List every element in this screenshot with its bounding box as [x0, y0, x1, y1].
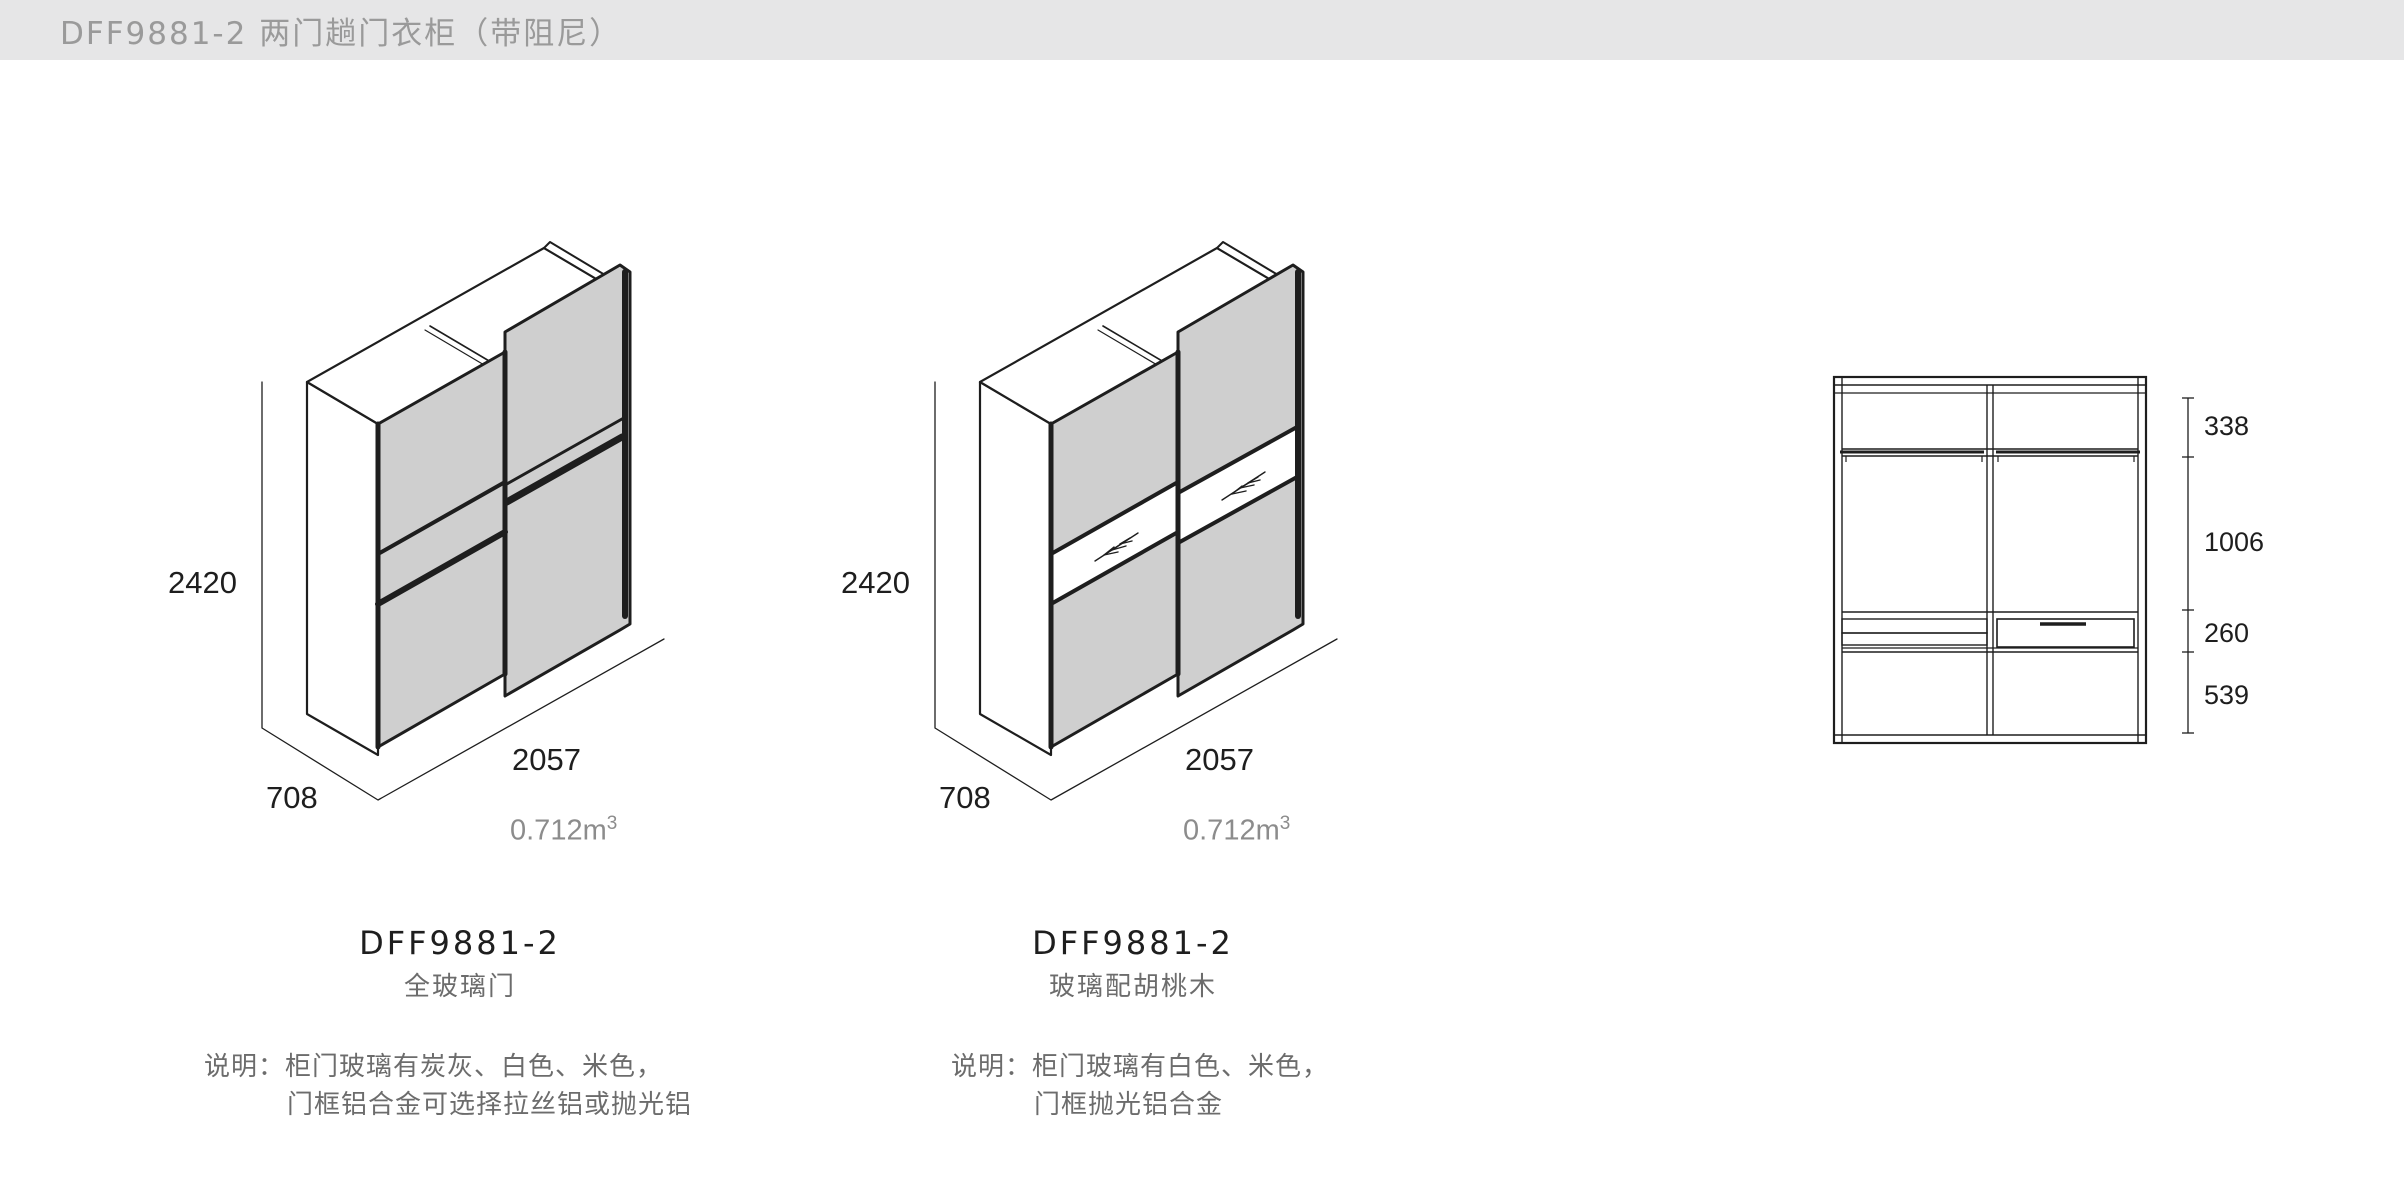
model-code-2: DFF9881-2	[1032, 924, 1234, 962]
interior-dim-hanging: 1006	[2204, 527, 2265, 557]
model-code-1: DFF9881-2	[359, 924, 561, 962]
wardrobe-1-drawing	[261, 241, 665, 801]
note-line2-1: 门框铝合金可选择拉丝铝或抛光铝	[287, 1090, 693, 1120]
depth-dimension-1: 708	[266, 780, 318, 815]
wardrobe-2-drawing	[934, 241, 1338, 801]
note-line1-1: 说明：柜门玻璃有炭灰、白色、米色，	[204, 1052, 664, 1082]
interior-dim-drawer: 260	[2204, 618, 2250, 648]
product-name-1: 全玻璃门	[403, 972, 516, 1002]
interior-dim-bottom: 539	[2204, 680, 2250, 710]
page-title: DFF9881-2 两门趟门衣柜（带阻尼）	[60, 16, 623, 52]
width-dimension-1: 2057	[512, 742, 581, 777]
dimension-lines	[261, 381, 665, 801]
interior-elevation	[1832, 375, 2194, 745]
dimension-lines	[934, 381, 1338, 801]
interior-dim-top: 338	[2204, 411, 2250, 441]
note-line1-2: 说明：柜门玻璃有白色、米色，	[951, 1052, 1330, 1082]
volume-2: 0.712m3	[1183, 813, 1291, 847]
note-line2-2: 门框抛光铝合金	[1034, 1090, 1224, 1120]
width-dimension-2: 2057	[1185, 742, 1254, 777]
product-name-2: 玻璃配胡桃木	[1048, 972, 1217, 1002]
depth-dimension-2: 708	[939, 780, 991, 815]
header-bar: DFF9881-2 两门趟门衣柜（带阻尼）	[0, 0, 2404, 60]
volume-1: 0.712m3	[510, 813, 618, 847]
height-dimension-2: 2420	[841, 565, 910, 600]
height-dimension-1: 2420	[168, 565, 237, 600]
